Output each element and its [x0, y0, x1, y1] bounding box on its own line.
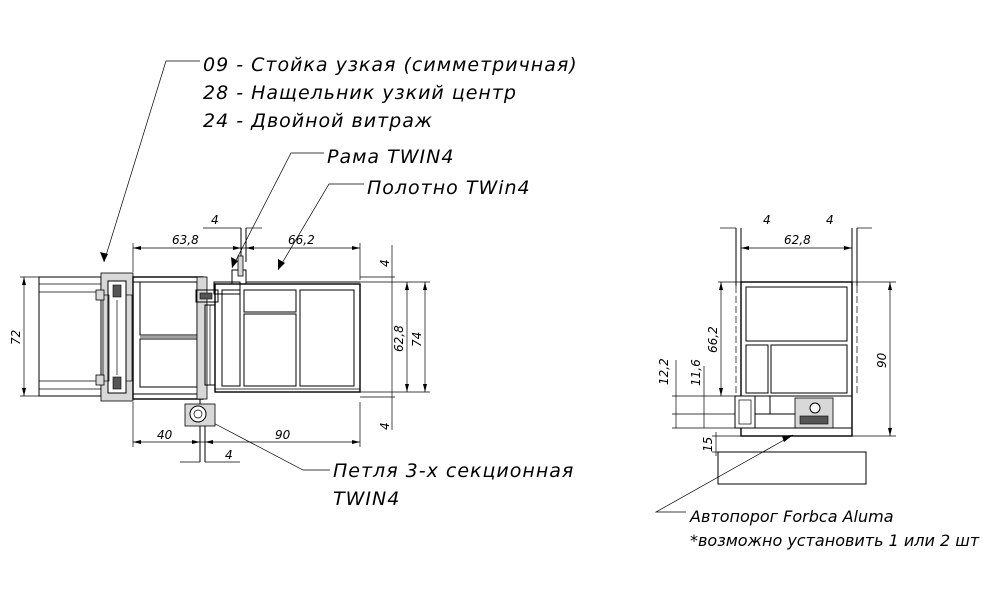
- dim-left-4-top: 4: [211, 213, 219, 227]
- dim-left-62-8: 62,8: [392, 325, 406, 352]
- left-dimensions: [20, 227, 430, 463]
- label-item-28: 28 - Нащельник узкий центр: [203, 82, 517, 104]
- dim-left-74: 74: [410, 332, 424, 347]
- dim-right-62-8: 62,8: [784, 233, 811, 247]
- dim-right-12-2: 12,2: [657, 358, 671, 385]
- left-section: [38, 228, 361, 462]
- leader-lines: [100, 60, 794, 513]
- dim-left-63-8: 63,8: [172, 233, 199, 247]
- dim-right-4-a: 4: [763, 213, 771, 227]
- dim-right-66-2: 66,2: [706, 326, 720, 353]
- label-item-24: 24 - Двойной витраж: [203, 110, 433, 132]
- dim-right-4-b: 4: [826, 213, 834, 227]
- label-hinge-line1: Петля 3-х секционная: [333, 460, 574, 482]
- dim-right-11-6: 11,6: [689, 359, 703, 386]
- dim-left-72: 72: [9, 330, 23, 345]
- dim-left-90: 90: [275, 428, 291, 442]
- dim-left-4-r2: 4: [378, 422, 392, 430]
- label-threshold-line2: *возможно установить 1 или 2 шт: [690, 531, 980, 550]
- dim-left-4-r1: 4: [378, 259, 392, 267]
- dim-right-90: 90: [875, 352, 889, 368]
- dim-left-66-2: 66,2: [288, 233, 315, 247]
- label-item-09: 09 - Стойка узкая (симметричная): [203, 54, 578, 76]
- label-sash: Полотно TWin4: [367, 177, 531, 199]
- dim-left-4-bot: 4: [225, 448, 233, 462]
- right-dimensions: [672, 227, 896, 456]
- label-hinge-line2: TWIN4: [333, 488, 400, 510]
- dim-left-40: 40: [157, 428, 173, 442]
- label-threshold-line1: Автопорог Forbca Aluma: [689, 507, 894, 526]
- right-section: [717, 228, 867, 485]
- dim-right-15: 15: [701, 437, 715, 452]
- label-frame: Рама TWIN4: [327, 146, 454, 168]
